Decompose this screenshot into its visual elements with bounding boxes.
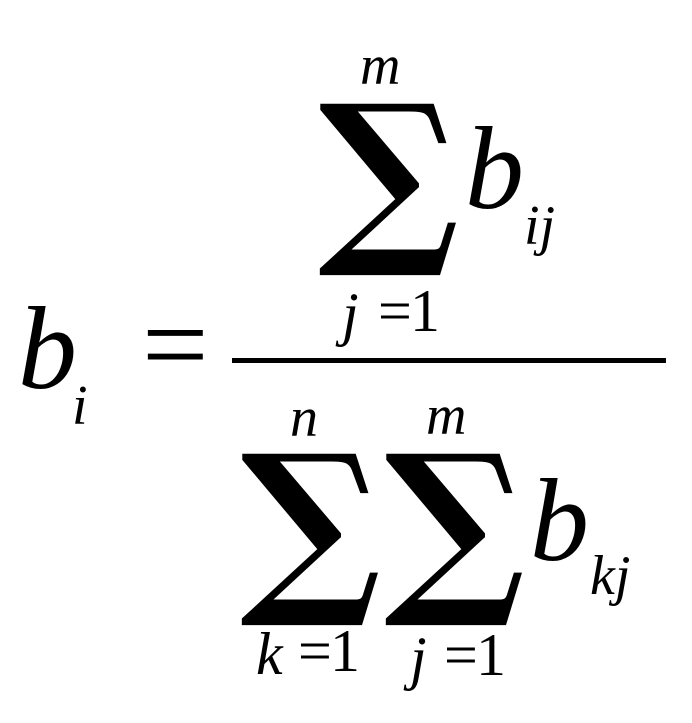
denominator-inner-sum-symbol: ∑ — [384, 413, 526, 634]
fraction-bar — [232, 358, 666, 363]
denominator-inner-sum-lower-val: 1 — [476, 622, 506, 688]
denominator-inner-sum-lower-eq: = — [444, 622, 478, 688]
denominator-outer-sum-upper-limit: n — [290, 387, 318, 449]
denominator-outer-sum-lower-var: k — [256, 621, 283, 687]
denominator-inner-sum-lower-var: j — [410, 625, 427, 691]
numerator-sum-lower-var: j — [342, 281, 359, 347]
equals-sign: = — [142, 279, 209, 410]
numerator-term-base: b — [465, 103, 524, 234]
denominator-term-base: b — [530, 455, 589, 586]
denominator-outer-sum-lower-val: 1 — [330, 618, 360, 684]
denominator-outer-sum-symbol: ∑ — [240, 413, 382, 634]
numerator-term-subscript: ij — [524, 195, 556, 257]
denominator-outer-sum-lower-eq: = — [298, 618, 332, 684]
numerator-sum-symbol: ∑ — [318, 63, 460, 284]
denominator-inner-sum-upper-limit: m — [426, 385, 467, 447]
numerator-sum-upper-limit: m — [360, 35, 401, 97]
lhs-base: b — [18, 283, 77, 414]
denominator-term-subscript: kj — [590, 545, 631, 607]
numerator-sum-lower-eq: = — [378, 278, 412, 344]
lhs-subscript: i — [72, 375, 88, 437]
numerator-sum-lower-val: 1 — [410, 278, 440, 344]
